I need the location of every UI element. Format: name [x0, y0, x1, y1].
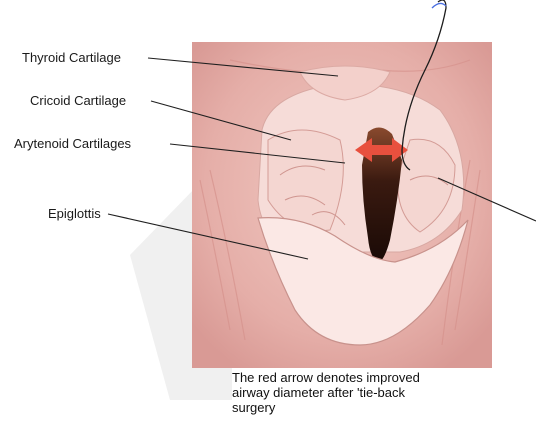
caption-line-3: surgery — [232, 400, 492, 415]
caption: The red arrow denotes improved airway di… — [232, 370, 492, 415]
caption-line-1: The red arrow denotes improved — [232, 370, 492, 385]
epiglottis-label: Epiglottis — [48, 206, 101, 221]
cricoid-cartilage-label: Cricoid Cartilage — [30, 93, 126, 108]
thyroid-cartilage-label: Thyroid Cartilage — [22, 50, 121, 65]
arytenoid-cartilages-label: Arytenoid Cartilages — [14, 136, 131, 151]
suture-needle-tip — [432, 3, 446, 8]
caption-line-2: airway diameter after 'tie-back — [232, 385, 492, 400]
